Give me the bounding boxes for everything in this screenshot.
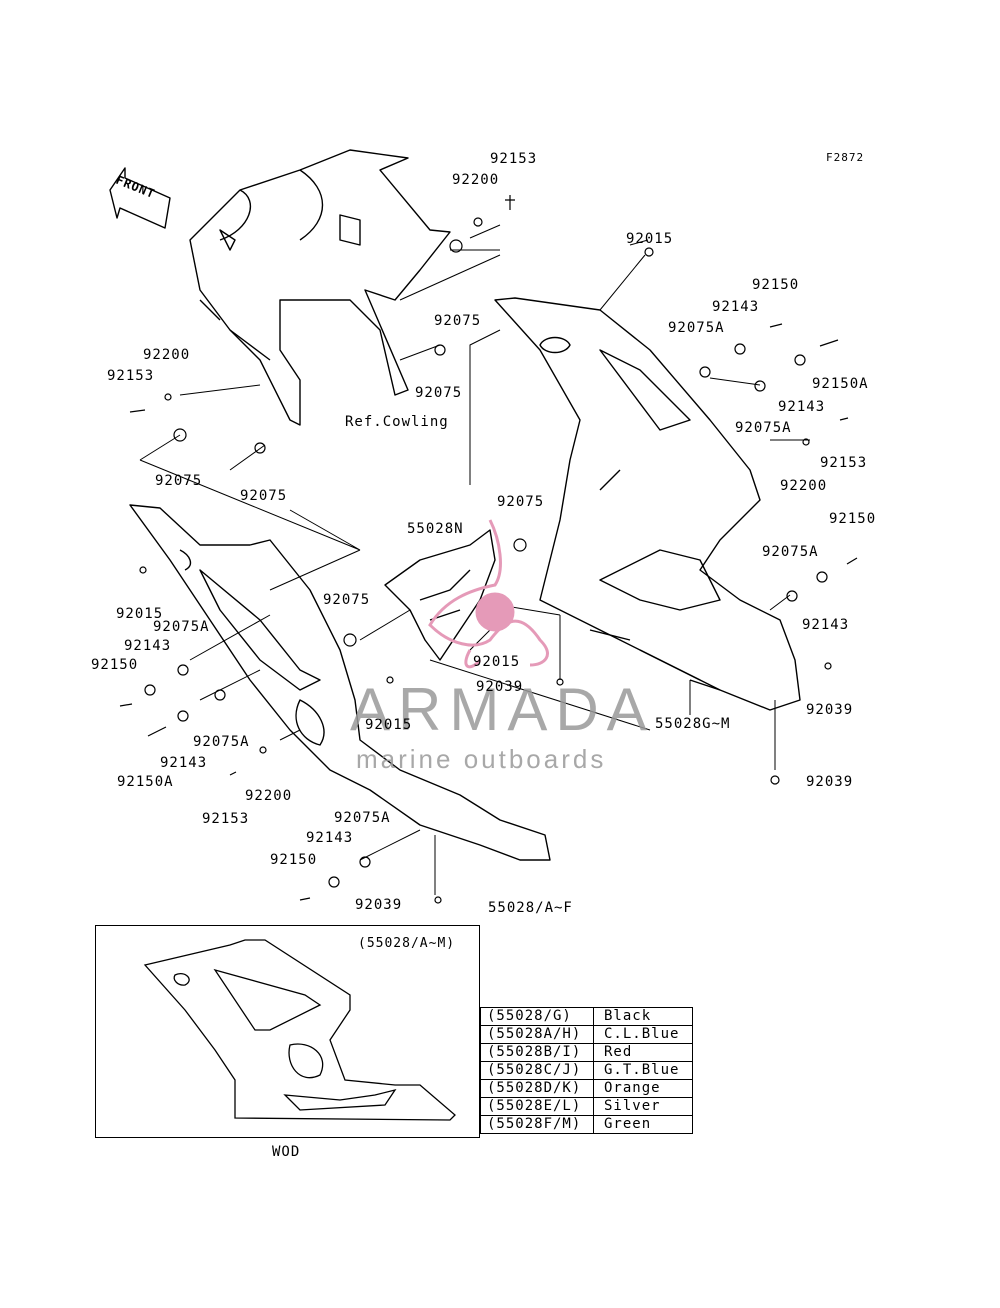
color-table-row: (55028F/M)Green xyxy=(480,1115,693,1134)
part-code-cell: (55028A/H) xyxy=(480,1025,594,1044)
right-fairing-outline xyxy=(494,297,801,711)
ref-cowling-label: Ref.Cowling xyxy=(345,414,449,430)
color-table-row: (55028B/I)Red xyxy=(480,1043,693,1062)
part-label: 92150A xyxy=(812,376,869,392)
part-code-cell: (55028C/J) xyxy=(480,1061,594,1080)
color-name-cell: Black xyxy=(593,1007,693,1026)
part-label: 92075A xyxy=(334,810,391,826)
part-label: 92200 xyxy=(143,347,191,363)
part-label: 92143 xyxy=(160,755,208,771)
color-table-row: (55028D/K)Orange xyxy=(480,1079,693,1098)
part-label: 92039 xyxy=(806,702,854,718)
part-label: 92075A xyxy=(193,734,250,750)
watermark-logo xyxy=(428,519,549,669)
part-code-cell: (55028E/L) xyxy=(480,1097,594,1116)
part-label: 92075 xyxy=(240,488,288,504)
part-label: 92075 xyxy=(415,385,463,401)
color-table-row: (55028/G)Black xyxy=(480,1007,693,1026)
inner-panel-outline xyxy=(384,529,496,661)
color-name-cell: C.L.Blue xyxy=(593,1025,693,1044)
inset-title: (55028/A~M) xyxy=(358,936,456,951)
part-label: 92075 xyxy=(497,494,545,510)
figure-code: F2872 xyxy=(826,151,865,164)
part-label: 92153 xyxy=(820,455,868,471)
watermark-tagline: marine outboards xyxy=(356,744,607,774)
part-label: 92039 xyxy=(476,679,524,695)
part-label: 92075A xyxy=(762,544,819,560)
part-label: 92200 xyxy=(780,478,828,494)
part-label: 92075 xyxy=(434,313,482,329)
upper-cowling-outline xyxy=(189,149,451,426)
part-label: 92153 xyxy=(490,151,538,167)
part-label: 92150 xyxy=(270,852,318,868)
inset-panel xyxy=(95,925,480,1138)
part-label: 92200 xyxy=(452,172,500,188)
part-code-cell: (55028/G) xyxy=(480,1007,594,1026)
part-label: 92075A xyxy=(153,619,210,635)
part-label: 92143 xyxy=(306,830,354,846)
color-name-cell: Red xyxy=(593,1043,693,1062)
part-label: 92143 xyxy=(802,617,850,633)
color-table-row: (55028A/H)C.L.Blue xyxy=(480,1025,693,1044)
part-label: 92039 xyxy=(806,774,854,790)
part-label: 55028G~M xyxy=(655,716,731,732)
inset-caption: WOD xyxy=(272,1144,301,1160)
color-variant-table: (55028/G)Black(55028A/H)C.L.Blue(55028B/… xyxy=(480,1007,693,1134)
part-label: 92015 xyxy=(116,606,164,622)
color-name-cell: Silver xyxy=(593,1097,693,1116)
color-table-row: (55028C/J)G.T.Blue xyxy=(480,1061,693,1080)
color-name-cell: Orange xyxy=(593,1079,693,1098)
color-name-cell: Green xyxy=(593,1115,693,1134)
part-label: 92075 xyxy=(155,473,203,489)
part-code-cell: (55028F/M) xyxy=(480,1115,594,1134)
color-name-cell: G.T.Blue xyxy=(593,1061,693,1080)
part-label: 92200 xyxy=(245,788,293,804)
part-label: 92015 xyxy=(365,717,413,733)
part-label: 55028N xyxy=(407,521,464,537)
part-label: 92075A xyxy=(735,420,792,436)
front-arrow xyxy=(109,167,171,229)
part-label: 92075A xyxy=(668,320,725,336)
part-label: 92143 xyxy=(712,299,760,315)
part-label: 92150 xyxy=(829,511,877,527)
part-label: 92143 xyxy=(778,399,826,415)
part-label: 92143 xyxy=(124,638,172,654)
part-label: 92150 xyxy=(752,277,800,293)
part-label: 55028/A~F xyxy=(488,900,573,916)
part-label: 92153 xyxy=(202,811,250,827)
part-code-cell: (55028D/K) xyxy=(480,1079,594,1098)
inset-fairing-sketch xyxy=(143,939,456,1121)
part-label: 92153 xyxy=(107,368,155,384)
watermark-name: ARMADA xyxy=(350,676,655,743)
part-label: 92039 xyxy=(355,897,403,913)
part-label: 92150A xyxy=(117,774,174,790)
part-label: 92150 xyxy=(91,657,139,673)
part-label: 92075 xyxy=(323,592,371,608)
left-fairing-outline xyxy=(129,504,551,861)
part-label: 92015 xyxy=(626,231,674,247)
part-label: 92015 xyxy=(473,654,521,670)
part-code-cell: (55028B/I) xyxy=(480,1043,594,1062)
color-table-row: (55028E/L)Silver xyxy=(480,1097,693,1116)
